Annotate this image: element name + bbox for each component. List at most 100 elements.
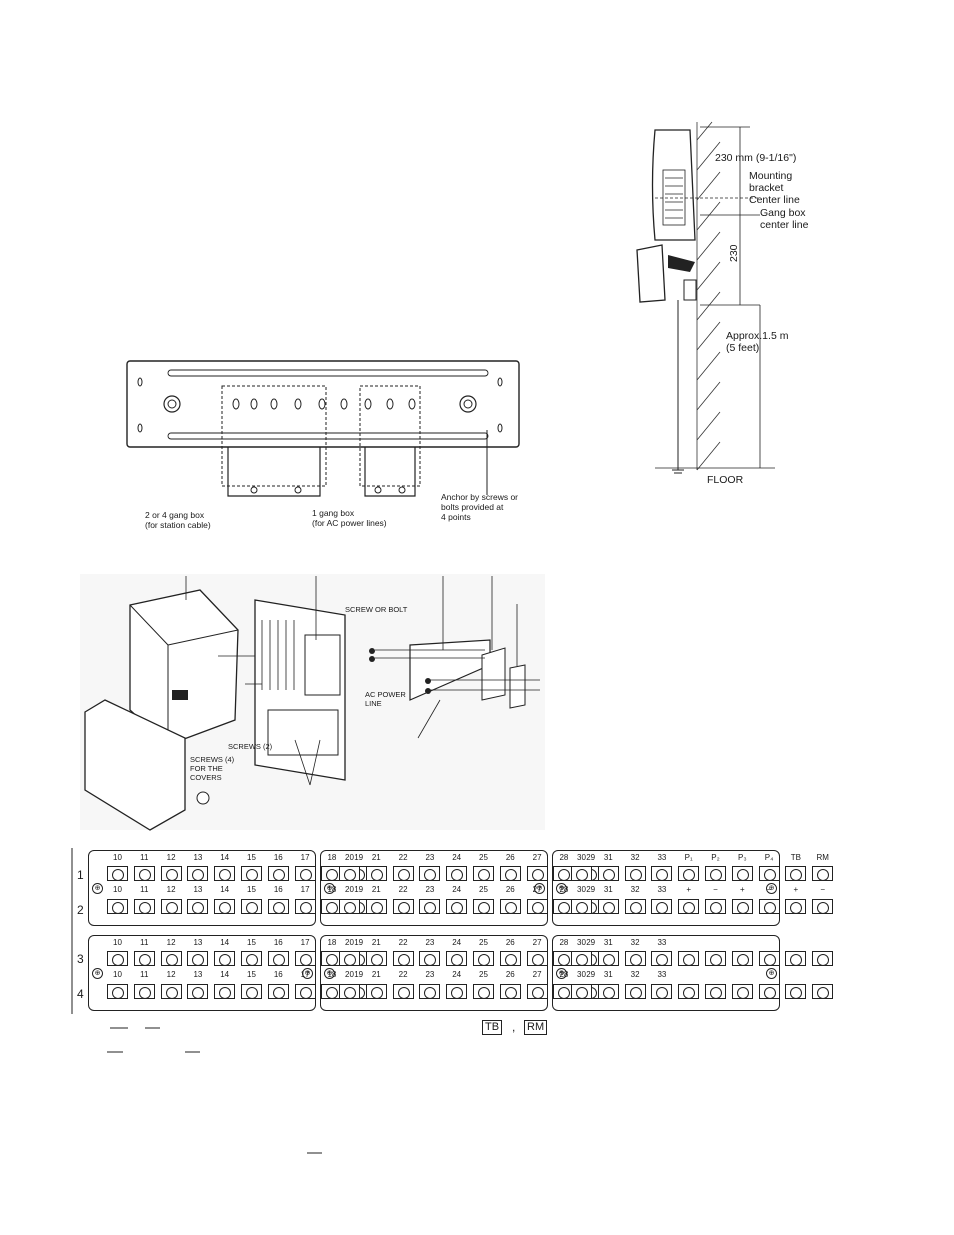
- terminal-number: 21: [371, 853, 381, 862]
- screw-terminal: [365, 866, 387, 881]
- screw-terminal: [597, 951, 619, 966]
- screw-terminal: [571, 984, 592, 999]
- mount-screw: ⊕: [556, 968, 567, 979]
- screw-terminal: [651, 951, 673, 966]
- screw-terminal: [339, 984, 360, 999]
- screw-terminal: [705, 984, 726, 999]
- screw-terminal: [339, 899, 360, 914]
- row-label-3: 3: [77, 952, 84, 966]
- screw-terminal: [812, 951, 834, 966]
- terminal-number: 15: [247, 853, 256, 862]
- mount-screw: ⊕: [766, 883, 777, 894]
- terminal-number: 33: [657, 938, 667, 947]
- screw-terminal: [705, 899, 726, 914]
- screw-terminal: [133, 899, 155, 914]
- screw-terminal: [731, 866, 753, 881]
- terminal-number: 20: [345, 970, 354, 979]
- screw-terminal: [597, 866, 619, 881]
- terminal-number: 18: [327, 885, 337, 894]
- screw-terminal: [107, 951, 128, 966]
- screw-terminal: [241, 866, 262, 881]
- terminal-number: P₃: [738, 853, 747, 862]
- screw-terminal: [267, 866, 289, 881]
- anchor-label: Anchor by screws or bolts provided at 4 …: [441, 492, 518, 522]
- terminal-number: 14: [220, 970, 230, 979]
- screw-terminal: [446, 866, 468, 881]
- screw-terminal: [446, 899, 468, 914]
- screw-terminal: [187, 951, 209, 966]
- screw-terminal: [571, 866, 592, 881]
- screw-terminal: [419, 866, 441, 881]
- terminal-number: 11: [140, 885, 149, 894]
- screw-terminal: [812, 899, 834, 914]
- terminal-number: 13: [193, 853, 203, 862]
- screw-terminal: [294, 984, 316, 999]
- dim-230mm-label: 230 mm (9-1/16"): [715, 152, 797, 164]
- terminal-number: 30: [577, 938, 586, 947]
- terminal-number: 23: [425, 885, 435, 894]
- mount-screw: ⊕: [324, 968, 335, 979]
- screw-terminal: [392, 984, 414, 999]
- screw-terminal: [294, 899, 316, 914]
- screw-terminal: [133, 866, 155, 881]
- terminal-number: 15: [247, 885, 256, 894]
- terminal-number: 28: [559, 853, 569, 862]
- screw-terminal: [624, 899, 646, 914]
- terminal-number: 27: [532, 938, 542, 947]
- screw-terminal: [785, 984, 807, 999]
- screw-terminal: [731, 951, 753, 966]
- screw-terminal: [160, 866, 182, 881]
- terminal-number: 10: [113, 970, 122, 979]
- terminal-number: 19: [354, 885, 364, 894]
- screw-terminal: [187, 899, 209, 914]
- terminal-number: 31: [603, 938, 613, 947]
- terminal-number: 26: [505, 853, 515, 862]
- screw-terminal: [705, 951, 726, 966]
- screw-terminal: [624, 951, 646, 966]
- screw-terminal: [241, 951, 262, 966]
- mount-screw: ⊕: [92, 883, 103, 894]
- screw-terminal: [214, 899, 236, 914]
- terminal-number: TB: [790, 853, 801, 862]
- row-label-2: 2: [77, 903, 84, 917]
- screw-terminal: [758, 984, 780, 999]
- terminal-number: 18: [327, 938, 337, 947]
- screw-terminal: [267, 899, 289, 914]
- terminal-number: +: [739, 885, 745, 894]
- terminal-number: 13: [193, 938, 203, 947]
- screw-terminal: [678, 866, 700, 881]
- terminal-number: 29: [586, 938, 596, 947]
- terminal-number: 21: [371, 885, 381, 894]
- terminal-number: 33: [657, 853, 667, 862]
- mount-screw: ⊕: [556, 883, 567, 894]
- terminal-number: 23: [425, 970, 435, 979]
- screw-terminal: [499, 984, 521, 999]
- terminal-number: +: [686, 885, 692, 894]
- mount-screw: ⊕: [766, 968, 777, 979]
- terminal-number: 16: [273, 938, 283, 947]
- terminal-number: 28: [559, 938, 569, 947]
- terminal-number: 32: [630, 938, 640, 947]
- screw-terminal: [419, 899, 441, 914]
- screw-terminal: [526, 984, 548, 999]
- terminal-number: 22: [398, 970, 408, 979]
- terminal-number: 30: [577, 970, 586, 979]
- terminal-number: 30: [577, 853, 586, 862]
- screw-terminal: [214, 951, 236, 966]
- screw-terminal: [758, 951, 780, 966]
- terminal-number: 24: [452, 853, 462, 862]
- screw-terminal: [731, 899, 753, 914]
- screw-terminal: [473, 899, 494, 914]
- terminal-number: 31: [603, 885, 613, 894]
- terminal-number: 11: [140, 853, 149, 862]
- terminal-number: 33: [657, 885, 667, 894]
- screw-terminal: [678, 951, 700, 966]
- terminal-number: −: [820, 885, 826, 894]
- screw-terminal: [473, 951, 494, 966]
- terminal-number: 24: [452, 885, 462, 894]
- screw-terminal: [187, 866, 209, 881]
- screw-terminal: [651, 866, 673, 881]
